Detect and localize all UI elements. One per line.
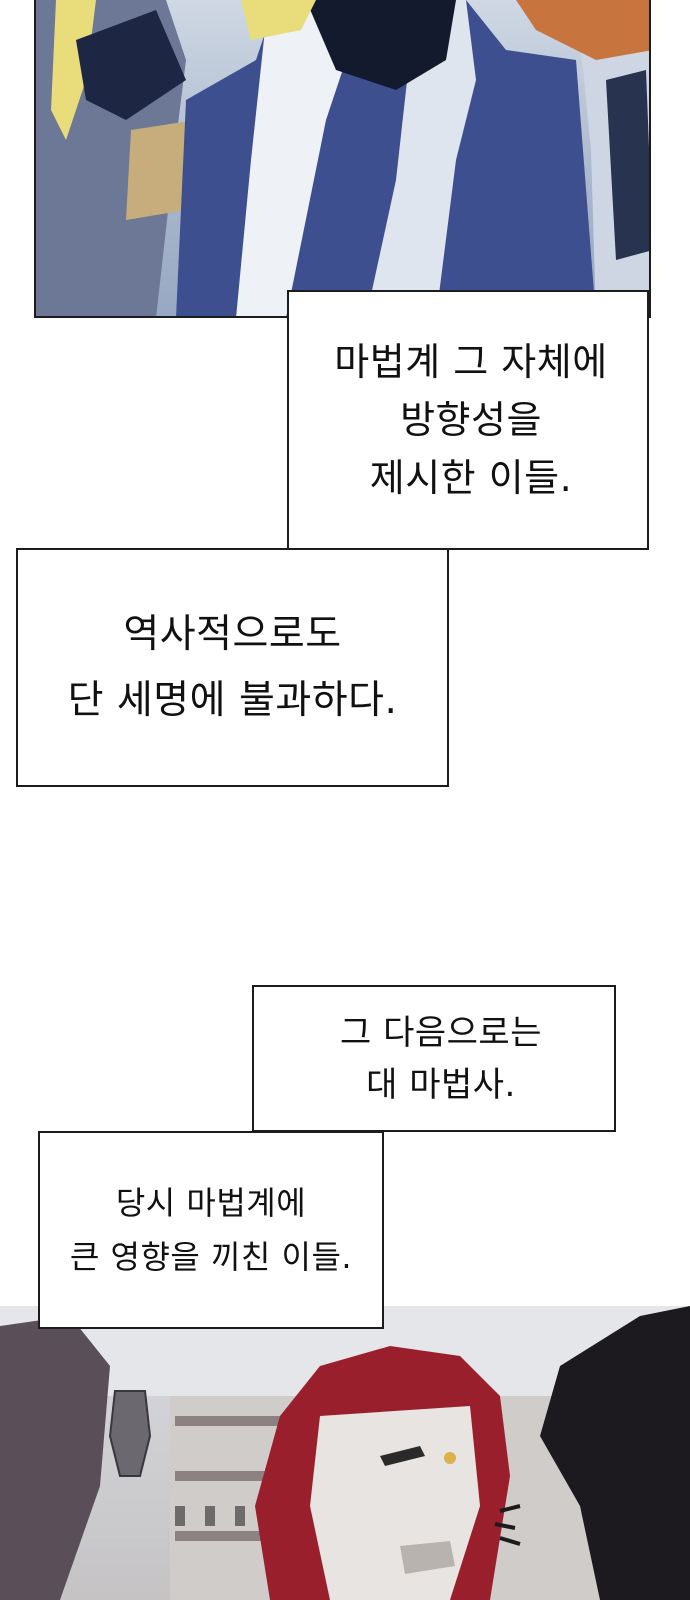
left-eye xyxy=(380,1446,425,1466)
caption-1-line-1: 마법계 그 자체에 xyxy=(334,340,608,384)
shelf xyxy=(175,1471,295,1481)
caption-2-line-2: 단 세명에 불과하다. xyxy=(67,677,398,723)
right-figure-shadow xyxy=(606,70,649,260)
shelf-jar xyxy=(205,1506,215,1526)
beard xyxy=(400,1541,455,1574)
caption-3-line-1: 그 다음으로는 xyxy=(340,1012,542,1053)
caption-box-2: 역사적으로도 단 세명에 불과하다. xyxy=(16,548,449,787)
left-foreground-figure xyxy=(0,1316,110,1600)
center-robe-lapel-left xyxy=(236,0,366,316)
wall-lantern xyxy=(108,1390,152,1477)
shelf xyxy=(175,1416,295,1426)
robed-figures-art xyxy=(36,0,649,316)
right-foreground-figure xyxy=(540,1306,690,1600)
caption-4-line-1: 당시 마법계에 xyxy=(115,1184,307,1222)
illustration-panel-bottom xyxy=(0,1306,690,1600)
right-figure-hair xyxy=(516,0,649,60)
caption-box-3: 그 다음으로는 대 마법사. xyxy=(252,985,616,1132)
red-haired-man-art xyxy=(0,1306,690,1600)
illustration-panel-top xyxy=(34,0,651,318)
caption-2-line-1: 역사적으로도 xyxy=(123,611,342,657)
caption-3-line-2: 대 마법사. xyxy=(366,1064,516,1105)
caption-4-line-2: 큰 영향을 끼친 이들. xyxy=(69,1238,353,1276)
book-prop xyxy=(126,120,196,220)
center-figure-hair xyxy=(241,0,316,40)
motion-lines xyxy=(494,1504,521,1546)
left-figure-hair xyxy=(51,0,96,140)
shelf-jar xyxy=(175,1506,185,1526)
caption-box-4: 당시 마법계에 큰 영향을 끼친 이들. xyxy=(38,1131,384,1329)
caption-1-line-3: 제시한 이들. xyxy=(369,456,573,500)
center-robe-lapel-right xyxy=(366,0,476,316)
center-figure-collar xyxy=(306,0,456,90)
man-face xyxy=(310,1406,480,1600)
left-figure-arm xyxy=(76,10,186,120)
shelf-jar xyxy=(235,1506,245,1526)
caption-1-line-2: 방향성을 xyxy=(400,398,542,442)
caption-box-1: 마법계 그 자체에 방향성을 제시한 이들. xyxy=(287,290,649,550)
right-eye xyxy=(444,1452,456,1464)
shelf xyxy=(175,1531,295,1541)
